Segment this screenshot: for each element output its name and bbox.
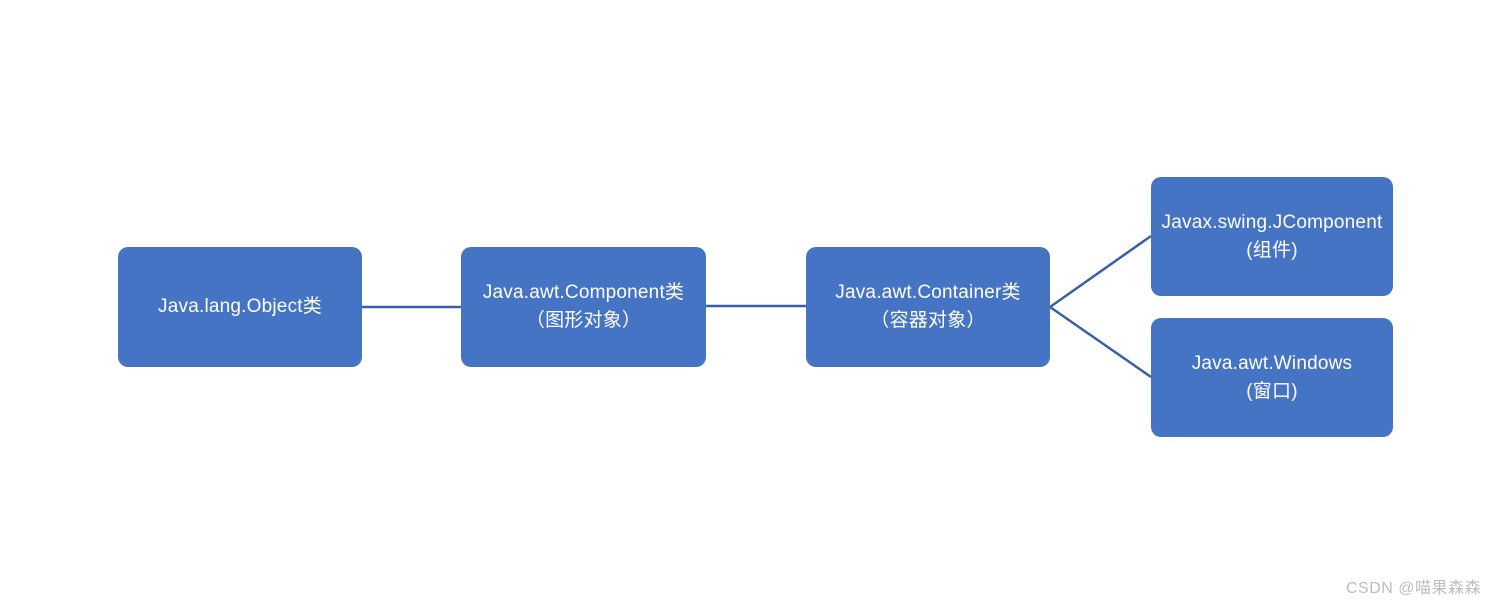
node-label: Java.awt.Component类: [482, 282, 685, 303]
csdn-watermark: CSDN @喵果森森: [1345, 580, 1481, 597]
node-java-awt-container: Java.awt.Container类 （容器对象）: [806, 247, 1050, 367]
node-javax-swing-jcomponent: Javax.swing.JComponent (组件): [1151, 177, 1393, 296]
node-sublabel: （容器对象）: [870, 310, 986, 331]
node-sublabel: (组件): [1246, 239, 1298, 261]
node-java-lang-object: Java.lang.Object类: [118, 247, 362, 367]
node-java-awt-component: Java.awt.Component类 （图形对象）: [461, 247, 706, 367]
node-sublabel: (窗口): [1246, 380, 1298, 402]
node-java-awt-windows: Java.awt.Windows (窗口): [1151, 318, 1393, 437]
node-label: Javax.swing.JComponent: [1161, 211, 1383, 233]
node-label: Java.awt.Container类: [835, 282, 1021, 303]
connector-container-to-windows: [1049, 305, 1152, 379]
connector-container-to-jcomponent: [1049, 234, 1152, 309]
node-label: Java.lang.Object类: [158, 296, 322, 317]
node-label: Java.awt.Windows: [1191, 352, 1353, 374]
node-sublabel: （图形对象）: [525, 310, 642, 331]
